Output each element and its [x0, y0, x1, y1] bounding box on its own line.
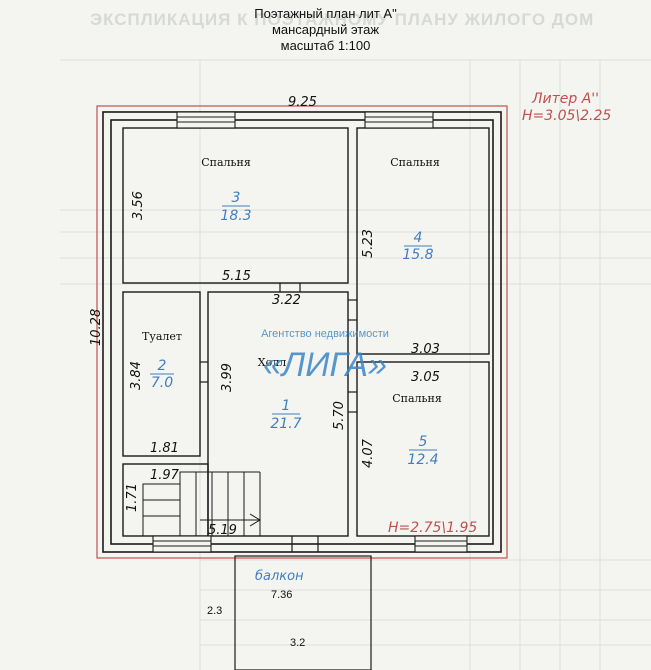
room-4-name: Спальня [390, 156, 440, 169]
room-3-number: 3 [232, 190, 241, 206]
dim-3-56: 3.56 [131, 191, 146, 220]
room-3-area: 18.3 [220, 208, 251, 224]
plan-title-line1: Поэтажный план лит А" [254, 6, 397, 21]
balcony-label: балкон [255, 569, 304, 584]
background-grid-ghost [60, 59, 651, 670]
balcony-outline [234, 555, 372, 670]
dim-3-99: 3.99 [220, 363, 235, 392]
room-5-area: 12.4 [407, 452, 438, 468]
dim-total-width: 9.25 [288, 95, 317, 110]
room-4-number: 4 [414, 230, 423, 246]
room-1-outline [207, 291, 349, 537]
dim-5-70: 5.70 [332, 401, 347, 430]
room-3-name: Спальня [201, 156, 251, 169]
door-marks [200, 283, 357, 552]
room-2-number: 2 [158, 358, 167, 374]
dim-5-19: 5.19 [208, 523, 237, 538]
room-4-area: 15.8 [402, 247, 433, 263]
height-annotation: H=2.75\1.95 [388, 520, 477, 536]
plan-title-line2: мансардный этаж [271, 22, 380, 37]
windows [152, 111, 468, 553]
room-2-area: 7.0 [151, 375, 173, 391]
dim-3-2: 3.2 [290, 637, 305, 649]
litera-height: H=3.05\2.25 [522, 108, 611, 124]
watermark-agency: Агентство недвижимости [261, 328, 389, 340]
background-title-ghost: ЭКСПЛИКАЦИЯ К ПОЭТАЖНОМУ ПЛАНУ ЖИЛОГО ДО… [90, 10, 595, 29]
dim-4-07: 4.07 [361, 438, 376, 468]
room-5-name: Спальня [392, 392, 442, 405]
dim-3-05: 3.05 [411, 370, 440, 385]
dim-1-97: 1.97 [150, 468, 180, 483]
dim-5-15: 5.15 [222, 269, 251, 284]
room-2-name: Туалет [142, 330, 182, 343]
dim-5-23: 5.23 [361, 229, 376, 258]
plan-title: Поэтажный план лит А" мансардный этаж ма… [0, 6, 651, 54]
room-1-area: 21.7 [270, 416, 301, 432]
litera-label: Литер А'' [531, 91, 599, 107]
room-1-name: Холл [258, 356, 286, 369]
dim-1-81: 1.81 [150, 441, 179, 456]
dim-3-22: 3.22 [272, 293, 301, 308]
room-5-number: 5 [419, 434, 428, 450]
staircase [142, 471, 261, 536]
room-2-outline [122, 291, 201, 457]
watermark-logo: «ЛИГА» [263, 346, 387, 384]
dim-3-84: 3.84 [129, 361, 144, 390]
plan-scale: масштаб 1:100 [280, 38, 371, 53]
dim-1-71: 1.71 [125, 483, 140, 512]
dim-3-03: 3.03 [411, 342, 440, 357]
outer-walls [102, 111, 502, 553]
room-1-number: 1 [282, 398, 291, 414]
dim-7-36: 7.36 [271, 589, 292, 601]
contour-outline [96, 105, 508, 559]
dim-total-height: 10.28 [89, 309, 104, 346]
dim-2-3: 2.3 [207, 605, 222, 617]
